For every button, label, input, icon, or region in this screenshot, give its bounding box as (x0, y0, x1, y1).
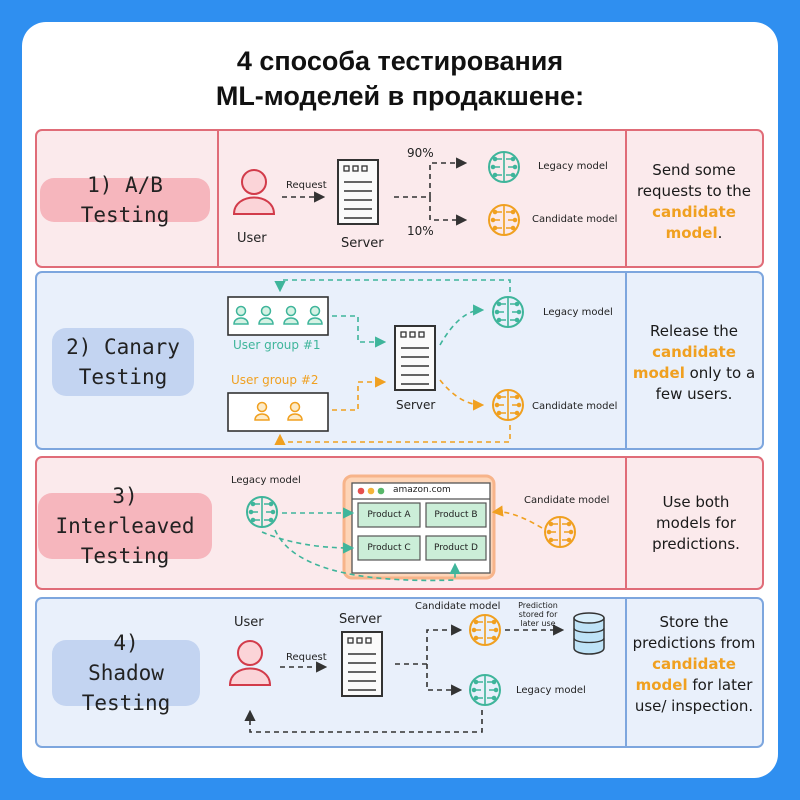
canary-group2-label: User group #2 (231, 373, 319, 387)
desc-highlight: candidate model (652, 203, 736, 242)
pill-shadow-testing: 4) Shadow Testing (52, 631, 200, 715)
divider-left (217, 131, 219, 266)
interleaved-arrow-legacy-d (274, 529, 461, 582)
ab-candidate-brain-icon (488, 204, 520, 236)
desc-text-end: only to a few users. (655, 364, 756, 403)
database-icon (573, 612, 605, 655)
ab-server-icon (337, 159, 379, 225)
ab-pct-top: 90% (407, 146, 434, 160)
browser-dot-yellow (367, 487, 375, 495)
desc-highlight: candidate model (632, 343, 736, 382)
product-d-label: Product D (434, 543, 478, 553)
desc-shadow-testing: Store the predictions from candidate mod… (628, 612, 760, 717)
pill-ab-testing: 1) A/B Testing (40, 173, 210, 227)
shadow-arrow-candidate (395, 624, 463, 665)
browser-dot-red (357, 487, 365, 495)
shadow-user-icon (229, 640, 271, 686)
product-c-card[interactable] (357, 535, 421, 561)
shadow-legacy-brain-icon (469, 674, 501, 706)
canary-server-label: Server (396, 398, 436, 412)
ab-legacy-brain-icon (488, 151, 520, 183)
ab-arrow-legacy (394, 157, 468, 198)
product-a-label: Product A (367, 510, 411, 520)
product-d-card[interactable] (425, 535, 487, 561)
canary-candidate-label: Candidate model (532, 401, 618, 412)
desc-text-end: for later use/ inspection. (634, 676, 754, 715)
shadow-arrow-legacy (426, 664, 463, 696)
desc-text: Release the (650, 322, 738, 340)
shadow-prediction-label: Prediction stored for later use (518, 601, 558, 628)
canary-candidate-brain-icon (492, 389, 524, 421)
canary-arrow-candidate (439, 379, 485, 411)
row-ab-testing (35, 129, 764, 268)
ab-arrow-candidate (429, 197, 468, 226)
ab-candidate-label: Candidate model (532, 214, 618, 225)
divider-right (625, 131, 627, 266)
ab-request-label: Request (286, 180, 327, 191)
page-title: 4 способа тестирования ML-моделей в прод… (0, 44, 800, 114)
interleaved-arrow-legacy-c (261, 531, 355, 554)
interleaved-candidate-brain-icon (544, 516, 576, 548)
browser-dot-green (377, 487, 385, 495)
product-c-label: Product C (367, 543, 411, 553)
desc-canary-testing: Release the candidate model only to a fe… (626, 321, 762, 405)
desc-text: Send some requests to the (636, 161, 752, 200)
shadow-user-label: User (234, 615, 264, 630)
interleaved-site-url: amazon.com (393, 485, 451, 495)
ab-user-label: User (237, 231, 267, 246)
desc-text-end: . (717, 224, 723, 242)
interleaved-candidate-label: Candidate model (524, 495, 610, 506)
shadow-server-icon (341, 631, 383, 697)
pill-canary-testing: 2) Canary Testing (52, 328, 194, 396)
desc-highlight: candidate model (635, 655, 736, 694)
product-b-label: Product B (434, 510, 478, 520)
ab-server-label: Server (341, 236, 384, 251)
canary-arrow-legacy (439, 304, 485, 346)
shadow-return-arrow (244, 709, 483, 733)
shadow-candidate-label: Candidate model (415, 601, 501, 612)
title-line-2: ML-моделей в продакшене: (215, 81, 585, 111)
title-line-1: 4 способа тестирования (236, 46, 564, 76)
pill-interleaved-testing: 3) Interleaved Testing (38, 484, 212, 568)
product-a-card[interactable] (357, 502, 421, 528)
canary-arrow-group1 (332, 315, 387, 348)
divider-right (625, 599, 627, 746)
ab-user-icon (233, 169, 275, 215)
canary-arrow-group2 (332, 376, 387, 411)
canary-group1-label: User group #1 (233, 338, 321, 352)
shadow-candidate-brain-icon (469, 614, 501, 646)
canary-server-icon (394, 325, 436, 391)
canary-return-green (274, 279, 511, 293)
canary-legacy-brain-icon (492, 296, 524, 328)
desc-interleaved-testing: Use both models for predictions. (652, 493, 740, 553)
interleaved-arrow-candidate-b (491, 505, 543, 529)
interleaved-legacy-label: Legacy model (231, 475, 301, 486)
ab-pct-bottom: 10% (407, 224, 434, 238)
interleaved-legacy-brain-icon (246, 496, 278, 528)
divider-right (625, 273, 627, 448)
divider-right (625, 458, 627, 588)
shadow-legacy-label: Legacy model (516, 685, 586, 696)
canary-legacy-label: Legacy model (543, 307, 613, 318)
ab-legacy-label: Legacy model (538, 161, 608, 172)
canary-group1-box (227, 296, 329, 336)
desc-text: Store the predictions from (632, 613, 756, 652)
shadow-request-label: Request (286, 652, 327, 663)
desc-ab-testing: Send some requests to the candidate mode… (630, 160, 758, 244)
product-b-card[interactable] (425, 502, 487, 528)
shadow-server-label: Server (339, 612, 382, 627)
canary-group2-box (227, 392, 329, 432)
